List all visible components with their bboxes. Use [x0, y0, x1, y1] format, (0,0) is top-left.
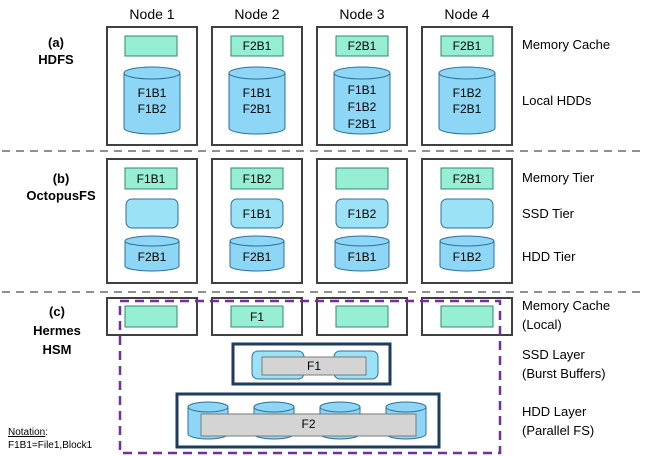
hermes-memory-block: [440, 305, 494, 328]
row-label-hdd-tier: HDD Tier: [522, 249, 576, 264]
hdfs-disk-label: F1B1: [347, 83, 377, 97]
ssd-file-label: F1: [306, 359, 321, 373]
octo-ssd-label-2: F1B1: [242, 207, 272, 221]
node-header-1: Node 1: [129, 6, 175, 22]
octopusfs-memory-block: [124, 167, 178, 190]
hermes-ssd-layer: [231, 342, 392, 386]
section-b-name: OctopusFS: [26, 188, 96, 203]
hdfs-memory-blocks: [124, 35, 494, 57]
hdfs-hdd-node-4: [438, 66, 496, 135]
octo-hdd-label-3: F1B1: [347, 250, 377, 264]
hdfs-memory-block: [440, 35, 494, 57]
notation-colon: :: [45, 427, 49, 438]
row-label-ssd-tier: SSD Tier: [522, 206, 575, 221]
section-c-name-line1: Hermes: [33, 323, 81, 338]
hermes-memory-block: [124, 305, 178, 328]
octopusfs-ssd-block: [230, 198, 284, 229]
hdfs-disk-label: F2B1: [242, 102, 272, 116]
row-label-burst-buffers: (Burst Buffers): [522, 366, 606, 381]
octopusfs-ssd-block: [440, 198, 494, 229]
hdfs-hdd-node-2: [228, 66, 286, 135]
hdfs-disk-label: F2B1: [347, 117, 377, 131]
octo-mem-label-2: F1B2: [242, 172, 272, 186]
octopusfs-hdd-node-3: [334, 235, 390, 272]
hdfs-disk-label: F1B1: [242, 86, 272, 100]
hdfs-memory-block: [124, 35, 178, 57]
octopusfs-memory-blocks: [124, 167, 494, 190]
notation-text: F1B1=File1,Block1: [8, 440, 93, 451]
octopusfs-hdd-node-4: [439, 235, 495, 272]
hdfs-disk-label: F1B2: [137, 102, 167, 116]
hdfs-disk-label: F1B1: [137, 86, 167, 100]
octopusfs-ssd-block: [125, 198, 179, 229]
octopusfs-ssd-blocks: [125, 198, 494, 229]
hermes-node-boxes: [106, 297, 513, 336]
hermes-hsm-outline: [118, 299, 502, 455]
hdfs-hdd-node-1: [123, 66, 181, 135]
hermes-node-3-box: [316, 297, 408, 336]
hermes-hdd-layer: [175, 392, 441, 449]
hdfs-disk-label: F1B2: [347, 100, 377, 114]
hdfs-hdd-node-3: [333, 66, 391, 135]
octopusfs-memory-block: [440, 167, 494, 190]
row-label-local-hdds: Local HDDs: [522, 93, 592, 108]
row-label-memory-cache-c: Memory Cache: [522, 298, 611, 313]
node-header-2: Node 2: [234, 6, 280, 22]
hdfs-mem-label-3: F2B1: [347, 39, 377, 53]
node-header-4: Node 4: [444, 6, 490, 22]
octopusfs-hdd-node-2: [229, 235, 285, 272]
octo-mem-label-4: F2B1: [452, 172, 482, 186]
row-label-memory-cache: Memory Cache: [522, 37, 611, 52]
notation-title: Notation: [8, 427, 46, 438]
row-label-ssd-layer: SSD Layer: [522, 347, 585, 362]
hdfs-mem-label-4: F2B1: [452, 39, 482, 53]
ssd-file-bar: [261, 356, 367, 376]
hdd-file-label: F2: [301, 417, 316, 431]
row-label-local: (Local): [522, 317, 562, 332]
hdfs-memory-block: [230, 35, 284, 57]
octo-hdd-label-2: F2B1: [242, 250, 272, 264]
octo-hdd-label-1: F2B1: [137, 250, 167, 264]
octopusfs-hdd-node-1: [124, 235, 180, 272]
section-b-letter: (b): [52, 171, 70, 186]
hdfs-disk-label: F2B1: [452, 102, 482, 116]
hermes-memory-blocks: [124, 305, 494, 328]
octopusfs-memory-block: [335, 167, 389, 190]
hdfs-local-hdds: [123, 66, 496, 135]
hermes-node-2-box: [211, 297, 303, 336]
hermes-memory-block: [335, 305, 389, 328]
section-a-letter: (a): [48, 35, 64, 50]
hdfs-mem-label-2: F2B1: [242, 39, 272, 53]
notation-heading: Notation:: [8, 428, 48, 438]
octo-ssd-label-3: F1B2: [347, 207, 377, 221]
hermes-memory-block: [230, 305, 284, 328]
row-label-memory-tier: Memory Tier: [522, 170, 595, 185]
hdd-file-bar: [200, 413, 417, 437]
octopusfs-ssd-block: [335, 198, 389, 229]
node-header-3: Node 3: [339, 6, 385, 22]
hermes-mem-label-2: F1: [249, 310, 264, 324]
row-label-parallel-fs: (Parallel FS): [522, 423, 595, 438]
section-a-name: HDFS: [38, 52, 74, 67]
octo-hdd-label-4: F1B2: [452, 250, 482, 264]
octo-mem-label-1: F1B1: [136, 172, 166, 186]
row-label-hdd-layer: HDD Layer: [522, 404, 587, 419]
hdfs-disk-label: F1B2: [452, 86, 482, 100]
hdfs-memory-block: [335, 35, 389, 57]
octopusfs-hdd-blocks: [124, 235, 495, 272]
octopusfs-memory-block: [230, 167, 284, 190]
section-c-name-line2: HSM: [42, 342, 72, 357]
section-c-letter: (c): [49, 304, 65, 319]
